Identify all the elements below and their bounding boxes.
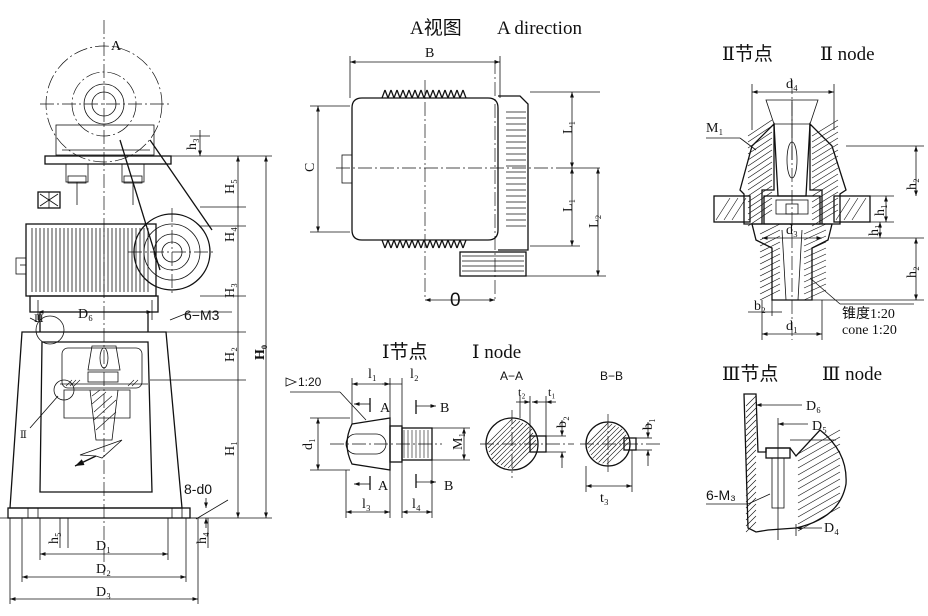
node1-l4: l₄ (412, 497, 421, 512)
detail-circle-III (35, 315, 65, 345)
node2-h1-top: h₁ (873, 204, 888, 216)
section-BB-title: B−B (600, 369, 623, 383)
node1-l2: l₂ (410, 367, 419, 382)
node1-l3: l₃ (362, 497, 371, 512)
node3-title-en: Ⅲ node (822, 364, 882, 385)
main-view: A Ⅲ Ⅱ h₃ H₅ H₄ H₃ H₂ H₁ H₀ 6−M3 8-d0 h₄ … (0, 20, 272, 604)
dim-H3: H₃ (223, 283, 238, 298)
gearbox-body-a (351, 97, 499, 241)
node3-D4: D₄ (824, 521, 839, 536)
node1-A-bottom: A (378, 479, 389, 494)
dim-h3: h₃ (185, 138, 200, 150)
node2-b2: b₂ (754, 299, 766, 314)
dim-H0: H₀ (253, 345, 268, 360)
a-dim-B: B (425, 46, 434, 61)
dim-D3: D₃ (96, 585, 111, 600)
node2-flange-left (713, 195, 751, 223)
node2-title-en: Ⅱ node (820, 44, 875, 65)
node2-h1-bottom: h₁ (867, 224, 882, 236)
node2-d1: d₁ (786, 319, 798, 334)
gear-teeth (381, 89, 467, 249)
dim-H5: H₅ (223, 179, 238, 194)
marker-II: Ⅱ (20, 430, 27, 441)
node3-title: Ⅲ节点 (722, 363, 778, 385)
diameter-dimensions (9, 300, 232, 604)
section-AA-b2: b₂ (555, 416, 570, 428)
bolts-6-M3: 6−M3 (184, 307, 220, 323)
dir-label-A: A (111, 39, 122, 54)
height-dimensions (67, 130, 272, 548)
node2-hub-left (739, 122, 775, 225)
node2-M1: M₁ (706, 121, 723, 136)
a-dim-0: 0 (450, 290, 461, 311)
node3-D6: D₆ (806, 399, 821, 414)
node1-M1: M₁ (451, 433, 466, 450)
node2-cone-cn: 锥度1:20 (842, 306, 895, 322)
node1-title-en: Ⅰ node (472, 342, 521, 363)
dim-H2: H₂ (223, 347, 238, 362)
node3-view: Ⅲ节点 Ⅲ node D₆ D₅ D₄ 6-M₃ (706, 363, 882, 540)
section-BB-t3: t₃ (600, 491, 609, 506)
dim-D6: D₆ (78, 307, 93, 322)
section-AA-title: A−A (500, 369, 523, 383)
dim-H1: H₁ (223, 441, 238, 456)
node2-h2-bottom: h₂ (905, 266, 920, 278)
a-dim-L2: L₂ (587, 214, 602, 228)
node2-title: Ⅱ节点 (722, 43, 773, 65)
section-AA-t1: t₁ (548, 385, 556, 399)
node1-l1: l₁ (368, 367, 377, 382)
a-view-title: A视图 (410, 17, 462, 39)
dim-D1: D₁ (96, 539, 111, 554)
section-BB-b1: b₁ (641, 418, 656, 430)
bolts-8-d0: 8-d0 (184, 481, 212, 497)
a-view-pulley (459, 251, 527, 277)
node1-view: Ⅰ节点 Ⅰ node 1:20 l₁ l₂ A A B B (285, 341, 660, 518)
taper-shaft (346, 417, 391, 471)
node2-cone-en: cone 1:20 (842, 323, 897, 338)
a-view-title-en: A direction (497, 18, 582, 39)
pulley (128, 208, 216, 296)
a-dim-L1-top: L₁ (561, 121, 576, 134)
a-dim-L1-bottom: L₁ (561, 199, 576, 212)
node3-D5: D₅ (812, 419, 827, 434)
node3-bolts: 6-M₃ (706, 487, 736, 503)
detail-circle-II (53, 379, 75, 401)
node1-B-top: B (440, 401, 449, 416)
section-AA-t2: t₂ (518, 385, 526, 399)
motor-outline (40, 45, 170, 163)
dim-H4: H₄ (223, 227, 238, 242)
node2-h2-top: h₂ (905, 178, 920, 190)
node2-view: Ⅱ节点 Ⅱ node d₄ (706, 43, 924, 340)
dim-D2: D₂ (96, 562, 111, 577)
support-frame (0, 331, 198, 519)
node1-title: Ⅰ节点 (382, 341, 428, 363)
node2-d3: d₃ (786, 223, 798, 238)
node2-d4: d₄ (786, 77, 798, 92)
node1-B-bottom: B (444, 479, 453, 494)
dim-h5: h₅ (47, 532, 62, 544)
node2-flange-right (833, 195, 871, 223)
node1-A-top: A (380, 401, 391, 416)
dim-h4: h₄ (195, 532, 210, 544)
cooling-fins (506, 111, 526, 227)
marker-III: Ⅲ (34, 314, 44, 325)
motor-plate (44, 155, 172, 165)
a-view: A视图 A direction B C (303, 17, 606, 311)
oil-cap-icon (37, 191, 61, 209)
a-dim-C: C (303, 163, 318, 172)
taper-ratio: 1:20 (298, 375, 322, 389)
plate-bolts (65, 163, 145, 205)
node1-d1: d₁ (301, 438, 316, 450)
